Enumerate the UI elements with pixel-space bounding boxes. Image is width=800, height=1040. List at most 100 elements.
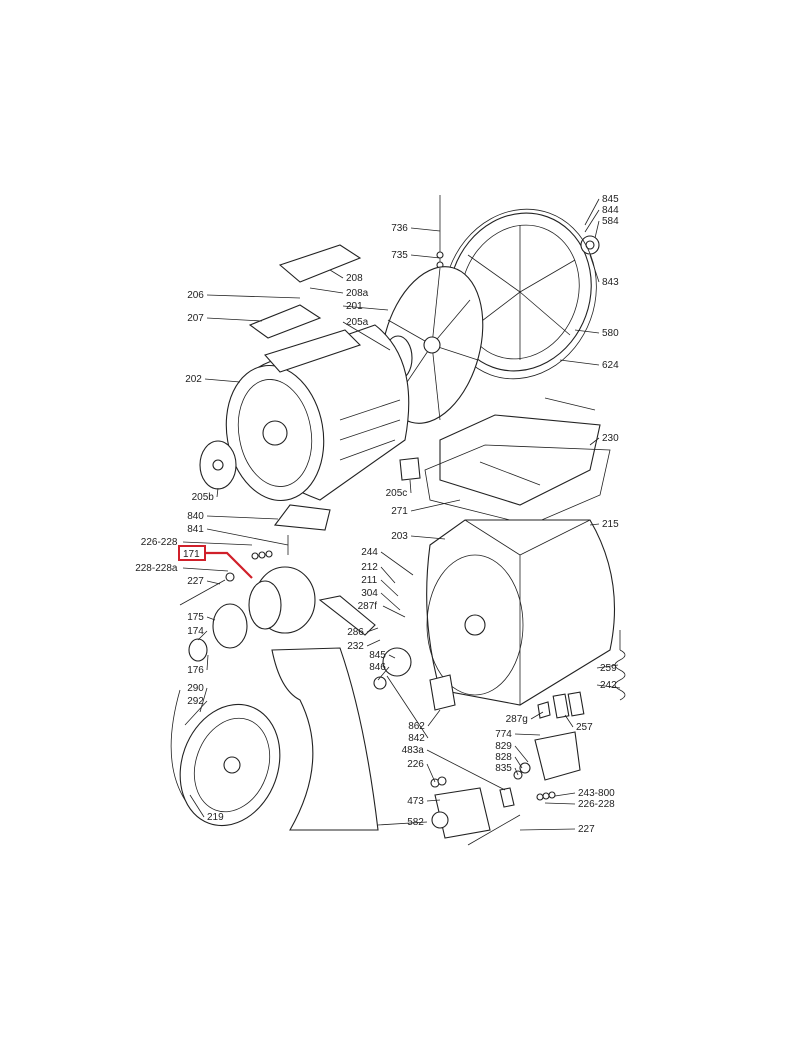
leader-line xyxy=(426,749,506,791)
part-label-176: 176 xyxy=(187,665,204,676)
part-label-244: 244 xyxy=(361,547,378,558)
leader-line xyxy=(574,329,600,334)
leader-line xyxy=(596,684,621,689)
leader-line xyxy=(388,654,396,659)
part-labels: 845844584843580624736735208208a201205a20… xyxy=(135,194,621,835)
leader-line xyxy=(206,616,216,621)
leader-line xyxy=(514,756,523,769)
part-label-211: 211 xyxy=(361,575,377,586)
leader-line xyxy=(596,664,619,669)
part-label-226-228: 226-228 xyxy=(578,799,615,810)
leader-line xyxy=(204,378,241,383)
part-label-862: 862 xyxy=(408,721,425,732)
part-label-736: 736 xyxy=(391,223,408,234)
part-label-205a: 205a xyxy=(346,317,369,328)
part-label-206: 206 xyxy=(187,290,204,301)
part-label-271: 271 xyxy=(391,506,408,517)
leader-line xyxy=(559,359,600,366)
leader-line xyxy=(514,745,529,763)
part-label-580: 580 xyxy=(602,328,619,339)
frame-582 xyxy=(271,647,379,831)
leader-line xyxy=(342,321,391,351)
leader-line xyxy=(426,763,436,783)
leader-line xyxy=(427,709,441,727)
part-label-840: 840 xyxy=(187,511,204,522)
leader-line xyxy=(410,535,446,540)
leader-line xyxy=(530,711,544,720)
leader-line xyxy=(380,551,414,576)
part-label-208a: 208a xyxy=(346,288,369,299)
part-label-205c: 205c xyxy=(386,488,408,499)
part-label-842: 842 xyxy=(408,733,425,744)
part-label-835: 835 xyxy=(495,763,512,774)
gasket-230 xyxy=(439,414,601,506)
leader-line xyxy=(366,627,379,633)
leader-line xyxy=(519,828,576,831)
leader-line xyxy=(189,794,205,818)
leader-line xyxy=(554,792,576,797)
part-label-228-228a: 228-228a xyxy=(135,563,178,574)
leader-line xyxy=(206,294,301,299)
leader-line xyxy=(410,254,441,259)
tub-203-215 xyxy=(426,519,615,706)
leader-line xyxy=(199,687,208,713)
part-label-843: 843 xyxy=(602,277,619,288)
part-label-175: 175 xyxy=(187,612,204,623)
leader-line xyxy=(342,305,389,311)
parts-drawing xyxy=(170,195,626,846)
leader-line xyxy=(409,479,412,494)
part-label-232: 232 xyxy=(347,641,364,652)
highlight-leader-171 xyxy=(205,551,253,579)
leader-line xyxy=(514,767,519,776)
part-label-201: 201 xyxy=(346,301,363,312)
leader-line xyxy=(386,675,429,739)
part-label-483a: 483a xyxy=(402,745,425,756)
part-label-304: 304 xyxy=(361,588,378,599)
part-label-212: 212 xyxy=(361,562,378,573)
part-label-287g: 287g xyxy=(506,714,528,725)
part-label-226-228: 226-228 xyxy=(141,537,178,548)
leader-line xyxy=(380,592,401,611)
leader-line xyxy=(514,733,541,736)
part-label-171: 171 xyxy=(183,549,200,560)
leader-line xyxy=(564,714,574,728)
part-label-230: 230 xyxy=(602,433,619,444)
leader-line xyxy=(216,487,219,498)
part-label-473: 473 xyxy=(407,796,424,807)
leader-line xyxy=(184,700,208,726)
leader-line xyxy=(206,317,263,322)
leader-line xyxy=(589,437,600,446)
leader-line xyxy=(206,654,209,671)
part-label-290: 290 xyxy=(187,683,204,694)
leader-line xyxy=(426,799,441,802)
leader-line xyxy=(309,287,344,294)
part-label-243-800: 243-800 xyxy=(578,788,615,799)
part-label-205b: 205b xyxy=(192,492,215,503)
leader-line xyxy=(329,269,344,279)
leader-line xyxy=(589,254,600,283)
part-label-174: 174 xyxy=(187,626,204,637)
leader-line xyxy=(380,566,396,584)
part-label-774: 774 xyxy=(495,729,512,740)
leader-line xyxy=(366,639,381,647)
part-label-841: 841 xyxy=(187,524,204,535)
part-label-846: 846 xyxy=(369,662,386,673)
part-label-259: 259 xyxy=(600,663,617,674)
leader-line xyxy=(377,666,390,681)
part-label-219: 219 xyxy=(207,812,224,823)
part-label-828: 828 xyxy=(495,752,512,763)
leader-line xyxy=(197,630,208,641)
leader-line xyxy=(594,220,600,239)
part-label-735: 735 xyxy=(391,250,408,261)
leader-line xyxy=(410,227,441,232)
leader-line xyxy=(206,515,279,520)
leader-line xyxy=(380,579,399,597)
part-label-208: 208 xyxy=(346,273,363,284)
part-label-202: 202 xyxy=(185,374,202,385)
part-label-624: 624 xyxy=(602,360,619,371)
part-label-584: 584 xyxy=(602,216,619,227)
tub-spokes xyxy=(467,225,576,360)
leader-line xyxy=(377,821,428,826)
part-label-257: 257 xyxy=(576,722,593,733)
